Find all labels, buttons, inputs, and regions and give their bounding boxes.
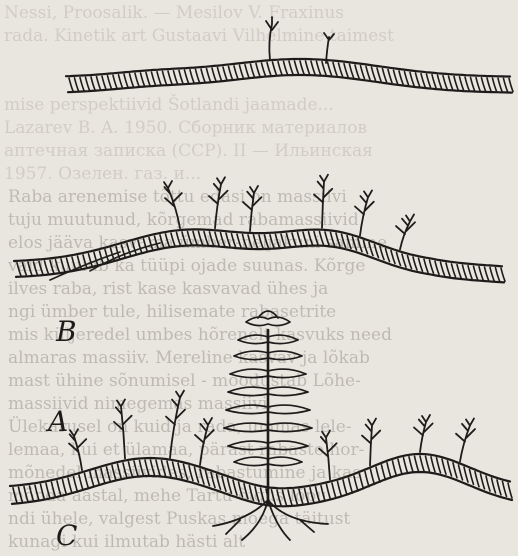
profile-c-shrub — [456, 418, 475, 461]
profile-c-shrub — [166, 391, 185, 458]
profile-c-tree-roots — [213, 500, 328, 540]
profile-a-sprout — [266, 17, 278, 60]
profile-b-shrub — [355, 190, 374, 235]
profile-a-sprout — [324, 33, 334, 63]
profile-c-shrub — [114, 399, 132, 458]
profile-c-shrub — [195, 418, 214, 465]
profile-b-shrub — [209, 177, 228, 228]
profile-c-shrub — [414, 415, 433, 452]
figure-label-b: B — [56, 318, 77, 346]
profile-c-ground-bottom-line — [12, 472, 512, 506]
figure-label-c: C — [56, 522, 77, 550]
figure-label-a: A — [48, 408, 68, 436]
profile-b-shrub — [164, 181, 182, 228]
profile-b-shrub — [314, 175, 332, 228]
profile-c-shrub — [69, 429, 86, 470]
profile-c-shrub — [362, 419, 380, 466]
profile-c-ground-hatching — [13, 456, 512, 505]
profile-b-shrub — [396, 214, 415, 249]
profile-c-shrub — [319, 431, 337, 480]
profile-b-shrub — [243, 186, 261, 231]
